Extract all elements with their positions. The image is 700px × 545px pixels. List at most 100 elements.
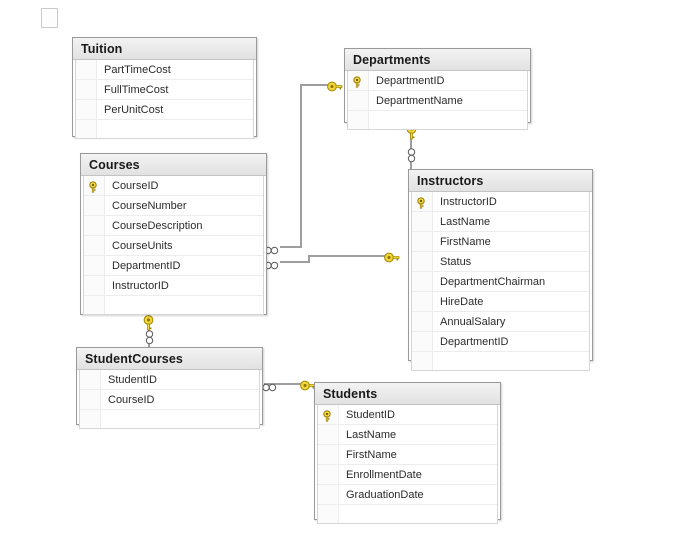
field-row[interactable]: CourseUnits	[84, 236, 263, 256]
field-label: InstructorID	[440, 196, 497, 208]
field-key-gutter	[318, 505, 339, 523]
field-label: AnnualSalary	[440, 316, 506, 328]
one-key-marker-students	[300, 378, 316, 391]
field-row-empty[interactable]	[348, 111, 527, 129]
field-row-empty[interactable]	[318, 505, 497, 523]
many-marker-departments-instructors	[407, 148, 416, 164]
field-row[interactable]: StudentID	[318, 405, 497, 425]
field-row[interactable]: InstructorID	[84, 276, 263, 296]
field-key-gutter	[84, 256, 105, 275]
connector-studentcourses-students-h	[264, 383, 304, 385]
field-key-gutter	[80, 390, 101, 409]
connector-courses-departments-v1	[300, 85, 302, 248]
field-label: StudentID	[108, 374, 157, 386]
field-row-empty[interactable]	[76, 120, 253, 138]
field-label: DepartmentID	[376, 75, 445, 87]
field-label: LastName	[440, 216, 491, 228]
field-row-empty[interactable]	[80, 410, 259, 428]
entity-field-list: DepartmentID DepartmentName	[347, 71, 528, 130]
field-row[interactable]: FirstName	[412, 232, 589, 252]
field-key-gutter	[412, 312, 433, 331]
field-key-gutter	[80, 410, 101, 428]
many-marker-courses-studentcourses	[145, 330, 154, 346]
field-label: EnrollmentDate	[346, 469, 422, 481]
field-row[interactable]: AnnualSalary	[412, 312, 589, 332]
field-row[interactable]: CourseDescription	[84, 216, 263, 236]
field-label: FirstName	[346, 449, 397, 461]
field-key-gutter	[412, 192, 433, 211]
field-label: CourseUnits	[112, 240, 173, 252]
field-label: PerUnitCost	[104, 104, 164, 116]
field-row[interactable]: FirstName	[318, 445, 497, 465]
field-key-gutter	[412, 332, 433, 351]
field-key-gutter	[76, 60, 97, 79]
field-label: InstructorID	[112, 280, 169, 292]
field-key-gutter	[412, 272, 433, 291]
field-key-gutter	[80, 370, 101, 389]
connector-departments-instructors-v	[410, 123, 412, 169]
connector-courses-instructors-h2	[308, 255, 386, 257]
field-key-gutter	[412, 212, 433, 231]
field-row[interactable]: DepartmentID	[412, 332, 589, 352]
field-label: FirstName	[440, 236, 491, 248]
primary-key-icon	[89, 180, 101, 193]
field-row[interactable]: DepartmentID	[348, 71, 527, 91]
field-row[interactable]: PerUnitCost	[76, 100, 253, 120]
field-label: LastName	[346, 429, 397, 441]
field-row-empty[interactable]	[84, 296, 263, 314]
primary-key-icon	[323, 409, 335, 422]
field-key-gutter	[318, 445, 339, 464]
field-row[interactable]: EnrollmentDate	[318, 465, 497, 485]
field-label: DepartmentName	[376, 95, 463, 107]
field-row[interactable]: HireDate	[412, 292, 589, 312]
field-key-gutter	[84, 236, 105, 255]
field-label: DepartmentID	[440, 336, 509, 348]
connector-courses-instructors-h1	[280, 261, 310, 263]
field-label: PartTimeCost	[104, 64, 171, 76]
field-key-gutter	[348, 71, 369, 90]
connector-courses-departments-h2	[300, 84, 330, 86]
one-key-marker-instructors	[384, 250, 400, 263]
field-row[interactable]: StudentID	[80, 370, 259, 390]
entity-title-tuition: Tuition	[73, 38, 256, 60]
field-row[interactable]: DepartmentChairman	[412, 272, 589, 292]
entity-title-departments: Departments	[345, 49, 530, 71]
field-label: FullTimeCost	[104, 84, 169, 96]
field-key-gutter	[318, 425, 339, 444]
empty-placeholder-box[interactable]	[41, 8, 58, 28]
field-key-gutter	[348, 91, 369, 110]
field-row[interactable]: LastName	[318, 425, 497, 445]
field-row[interactable]: DepartmentName	[348, 91, 527, 111]
entity-field-list: StudentID CourseID	[79, 370, 260, 429]
field-key-gutter	[348, 111, 369, 129]
field-row[interactable]: PartTimeCost	[76, 60, 253, 80]
one-key-marker-departments	[327, 79, 343, 92]
field-label: Status	[440, 256, 472, 268]
field-row[interactable]: FullTimeCost	[76, 80, 253, 100]
field-row-empty[interactable]	[412, 352, 589, 370]
field-row[interactable]: CourseNumber	[84, 196, 263, 216]
one-key-marker-courses-bottom	[143, 315, 154, 331]
field-row[interactable]: Status	[412, 252, 589, 272]
field-label: GraduationDate	[346, 489, 424, 501]
field-row[interactable]: CourseID	[80, 390, 259, 410]
field-row[interactable]: CourseID	[84, 176, 263, 196]
field-label: DepartmentID	[112, 260, 181, 272]
field-key-gutter	[84, 196, 105, 215]
field-row[interactable]: DepartmentID	[84, 256, 263, 276]
field-label: DepartmentChairman	[440, 276, 546, 288]
field-key-gutter	[412, 232, 433, 251]
field-key-gutter	[76, 80, 97, 99]
field-row[interactable]: LastName	[412, 212, 589, 232]
field-row[interactable]: GraduationDate	[318, 485, 497, 505]
field-label: CourseDescription	[112, 220, 203, 232]
field-row[interactable]: InstructorID	[412, 192, 589, 212]
